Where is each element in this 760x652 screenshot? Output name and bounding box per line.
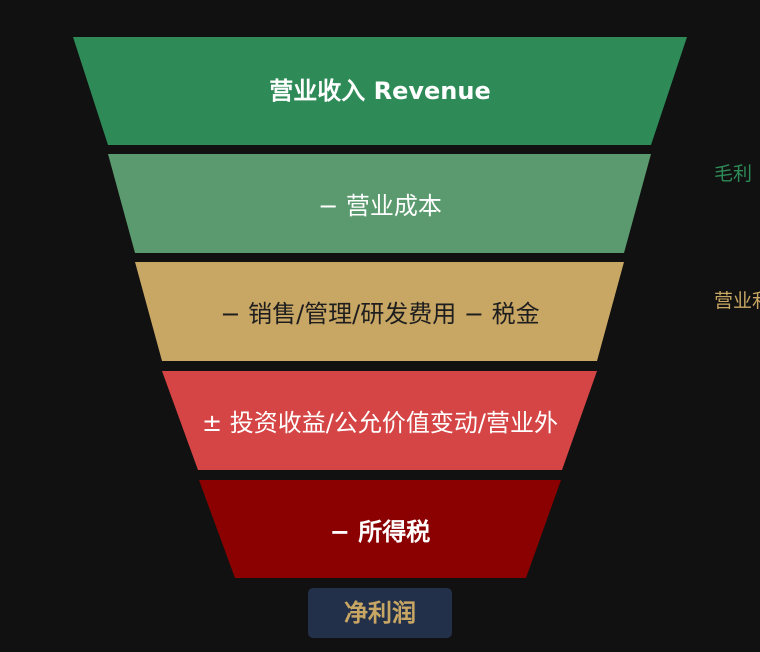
funnel-label-expenses: − 销售/管理/研发费用 − 税金 [220, 300, 540, 328]
funnel-stage-investment [162, 371, 597, 470]
funnel-label-investment: ± 投资收益/公允价值变动/营业外 [202, 409, 558, 437]
funnel-stage-cost [108, 154, 651, 253]
net-profit-box: 净利润 [308, 588, 452, 638]
gross-profit-label: 毛利 [714, 163, 753, 185]
funnel-stage-tax [199, 480, 561, 578]
net-profit-label: 净利润 [344, 599, 416, 627]
funnel-label-revenue: 营业收入 Revenue [269, 77, 491, 105]
funnel-stage-revenue [73, 37, 687, 145]
operating-profit-label: 营业利 [714, 290, 760, 312]
funnel-label-tax: − 所得税 [329, 518, 431, 546]
funnel-label-cost: − 营业成本 [318, 192, 442, 220]
funnel-stage-expenses [135, 262, 624, 361]
